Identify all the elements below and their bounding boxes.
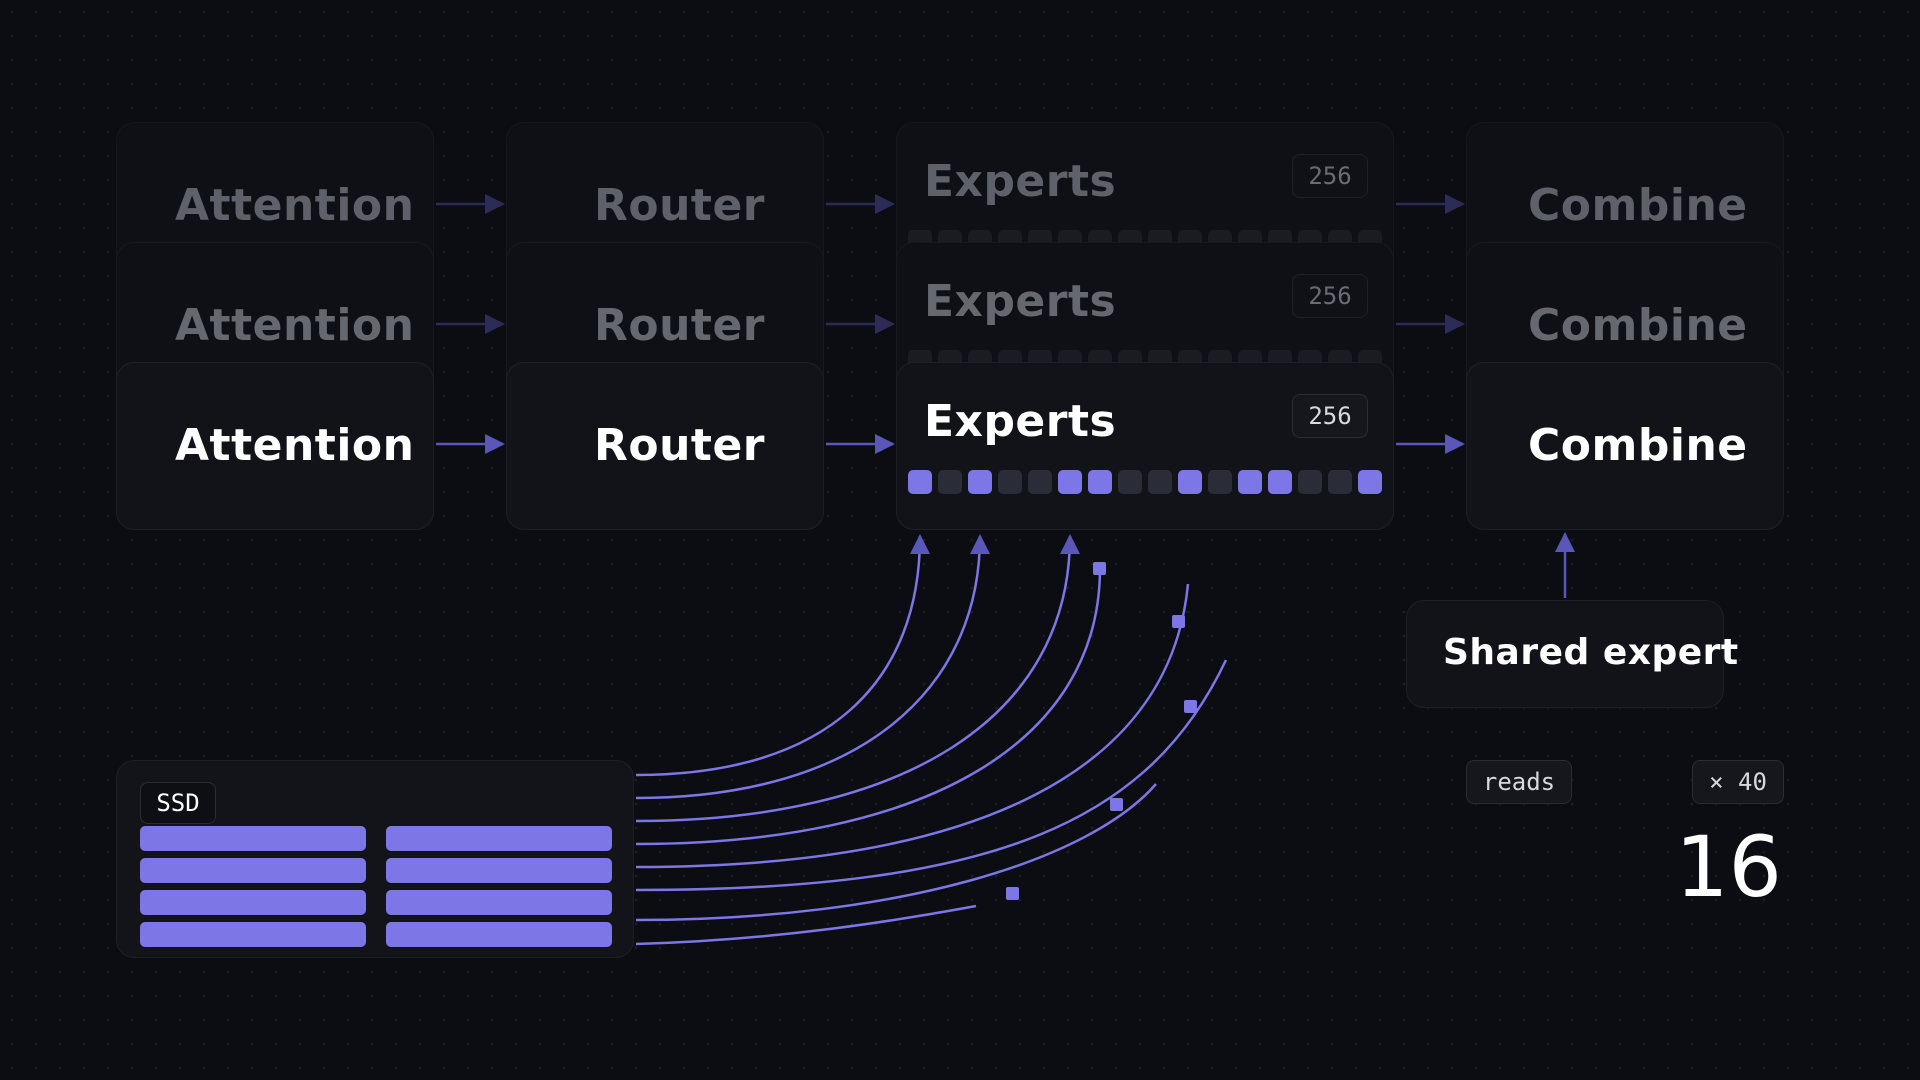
combine-label: Combine bbox=[1528, 420, 1748, 471]
expert-slot bbox=[938, 470, 962, 494]
transfer-curve-6 bbox=[635, 659, 1228, 892]
ssd-transfer-curves bbox=[635, 534, 1228, 946]
transfer-curve-3 bbox=[635, 534, 1080, 823]
experts-label-back: Experts bbox=[924, 156, 1117, 207]
transfer-curve-7 bbox=[635, 783, 1157, 922]
ssd-bar bbox=[386, 858, 612, 883]
experts-count-badge: 256 bbox=[1292, 394, 1368, 438]
shared-expert-box bbox=[1406, 600, 1724, 708]
router-label: Router bbox=[594, 420, 766, 471]
ssd-bar bbox=[386, 826, 612, 851]
multiplier-badge: × 40 bbox=[1692, 760, 1784, 804]
arrows-front bbox=[436, 434, 1575, 598]
expert-slot bbox=[1118, 470, 1142, 494]
transfer-packet bbox=[1110, 798, 1123, 811]
transfer-packet bbox=[1006, 887, 1019, 900]
attention-label-back: Attention bbox=[175, 180, 415, 231]
ssd-bar bbox=[140, 922, 366, 947]
router-box bbox=[506, 362, 824, 530]
ssd-bar bbox=[386, 890, 612, 915]
transfer-curve-2 bbox=[635, 534, 990, 800]
transfer-packet bbox=[1172, 615, 1185, 628]
expert-slot bbox=[1148, 470, 1172, 494]
expert-slot bbox=[1058, 470, 1082, 494]
expert-slot bbox=[1028, 470, 1052, 494]
transfer-curve-1 bbox=[635, 534, 930, 777]
ssd-badge: SSD bbox=[140, 782, 216, 824]
combine-label-back: Combine bbox=[1528, 180, 1748, 231]
ssd-bar bbox=[140, 826, 366, 851]
attention-label-middle: Attention bbox=[175, 300, 415, 351]
experts-count-badge-middle: 256 bbox=[1292, 274, 1368, 318]
experts-box bbox=[896, 362, 1394, 530]
expert-slot bbox=[968, 470, 992, 494]
expert-slot bbox=[908, 470, 932, 494]
expert-slot bbox=[1358, 470, 1382, 494]
reads-value: 16 bbox=[1675, 818, 1782, 916]
ssd-bar bbox=[140, 858, 366, 883]
transfer-curve-8 bbox=[635, 904, 977, 946]
transfer-curve-5 bbox=[635, 583, 1190, 869]
attention-box bbox=[116, 362, 434, 530]
transfer-packet bbox=[1184, 700, 1197, 713]
expert-slot bbox=[1238, 470, 1262, 494]
expert-slot bbox=[1178, 470, 1202, 494]
expert-slot bbox=[1208, 470, 1232, 494]
expert-slot bbox=[998, 470, 1022, 494]
transfer-curve-4 bbox=[635, 567, 1102, 846]
combine-box bbox=[1466, 362, 1784, 530]
reads-badge: reads bbox=[1466, 760, 1572, 804]
expert-slot bbox=[1088, 470, 1112, 494]
attention-label: Attention bbox=[175, 420, 415, 471]
experts-label: Experts bbox=[924, 396, 1117, 447]
combine-label-middle: Combine bbox=[1528, 300, 1748, 351]
expert-slot bbox=[1328, 470, 1352, 494]
ssd-bar bbox=[386, 922, 612, 947]
ssd-bar bbox=[140, 890, 366, 915]
experts-label-middle: Experts bbox=[924, 276, 1117, 327]
transfer-packet bbox=[1093, 562, 1106, 575]
expert-slot bbox=[1298, 470, 1322, 494]
expert-slot bbox=[1268, 470, 1292, 494]
shared-expert-label: Shared expert bbox=[1443, 632, 1739, 673]
experts-count-badge-back: 256 bbox=[1292, 154, 1368, 198]
router-label-middle: Router bbox=[594, 300, 766, 351]
router-label-back: Router bbox=[594, 180, 766, 231]
transfer-packets bbox=[1006, 562, 1197, 900]
